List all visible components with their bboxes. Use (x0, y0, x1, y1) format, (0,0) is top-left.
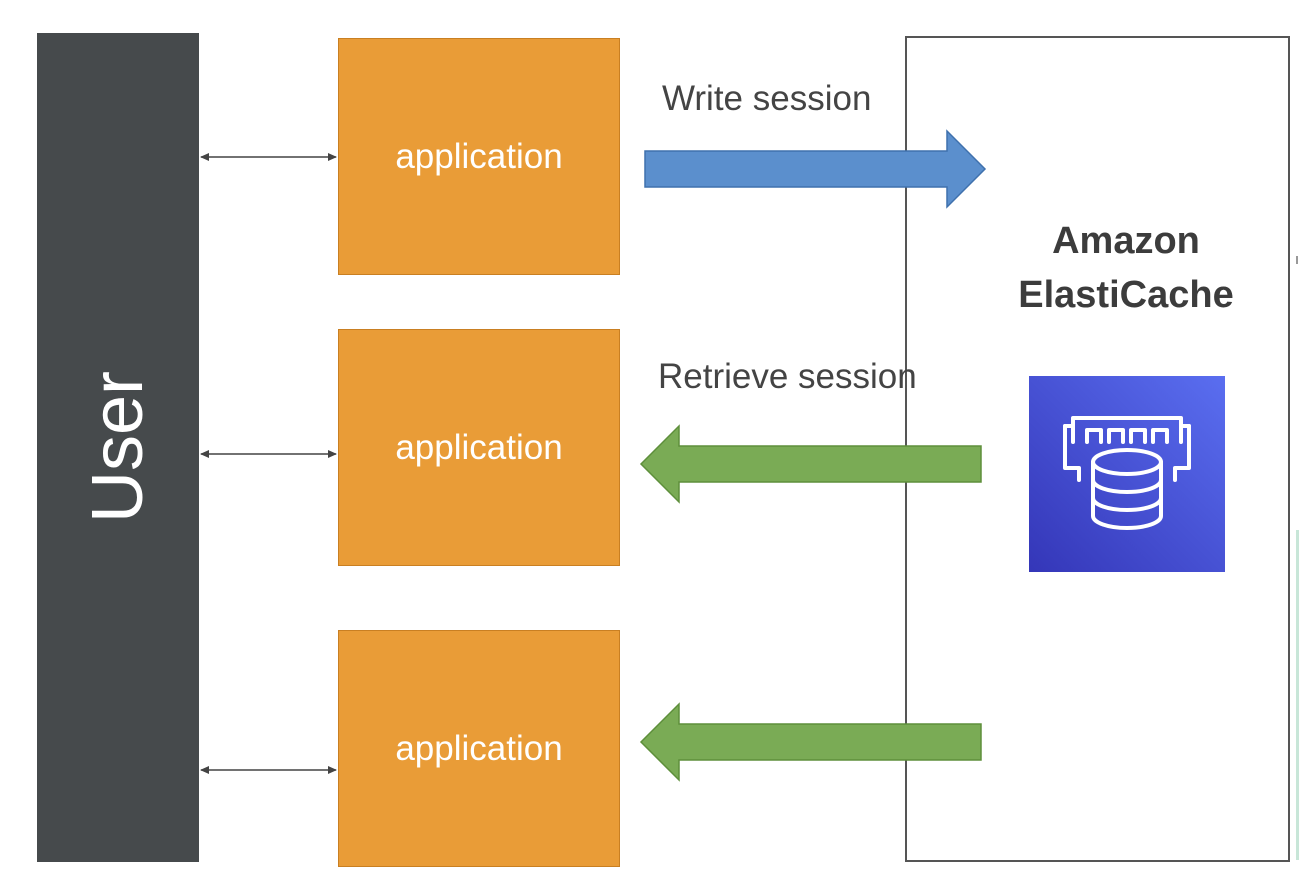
write-session-arrow (644, 129, 987, 209)
application-box-3[interactable]: application (338, 630, 620, 867)
edge-line (1296, 530, 1299, 860)
elasticache-title-line1: Amazon (1052, 220, 1200, 262)
application-box-1[interactable]: application (338, 38, 620, 275)
application-label: application (395, 728, 563, 768)
application-box-2[interactable]: application (338, 329, 620, 566)
elasticache-title-line2: ElastiCache (1018, 274, 1234, 316)
user-bar (37, 33, 199, 862)
application-label: application (395, 136, 563, 176)
edge-tick (1296, 256, 1298, 264)
write-session-label: Write session (662, 79, 872, 118)
retrieve-session-arrow-2 (639, 702, 982, 782)
elasticache-icon (1029, 376, 1225, 572)
elasticache-title: Amazon ElastiCache (1000, 214, 1252, 322)
retrieve-session-label: Retrieve session (658, 357, 917, 396)
application-label: application (395, 427, 563, 467)
retrieve-session-arrow-1 (639, 424, 982, 504)
